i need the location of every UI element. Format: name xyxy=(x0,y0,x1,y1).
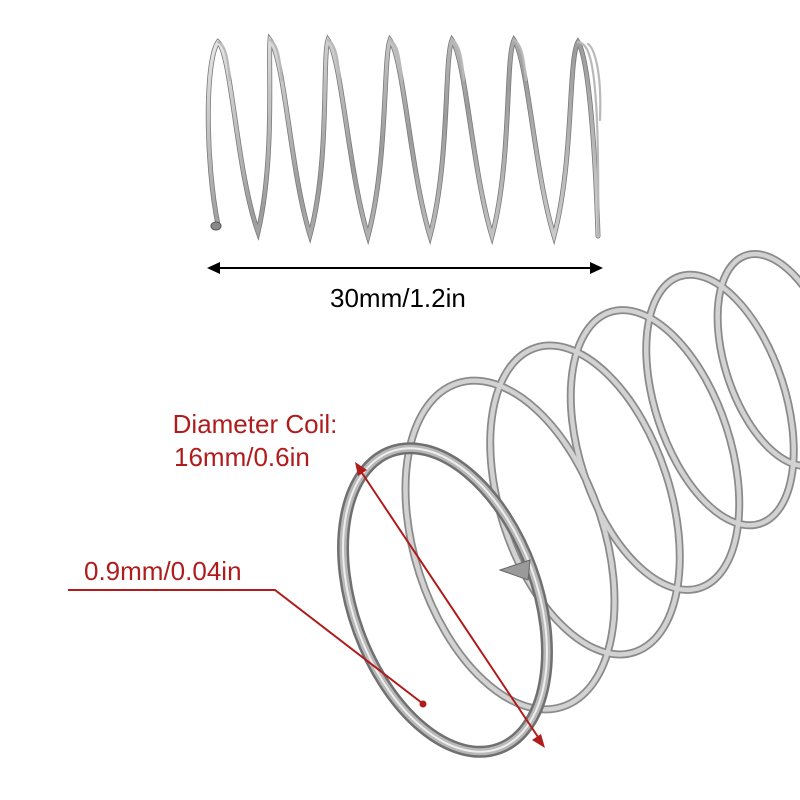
wire-diameter-label: 0.9mm/0.04in xyxy=(84,556,242,586)
spring-closeup xyxy=(337,250,800,758)
front-coil xyxy=(337,442,553,758)
wire-diameter-leader xyxy=(68,589,427,708)
coil-diameter-arrow xyxy=(355,462,545,748)
coil-diameter-value: 16mm/0.6in xyxy=(174,442,310,472)
length-label: 30mm/1.2in xyxy=(330,283,466,313)
spring-side-view xyxy=(205,33,602,246)
length-dimension-arrow xyxy=(207,262,603,274)
coil-diameter-title: Diameter Coil: xyxy=(172,409,338,439)
